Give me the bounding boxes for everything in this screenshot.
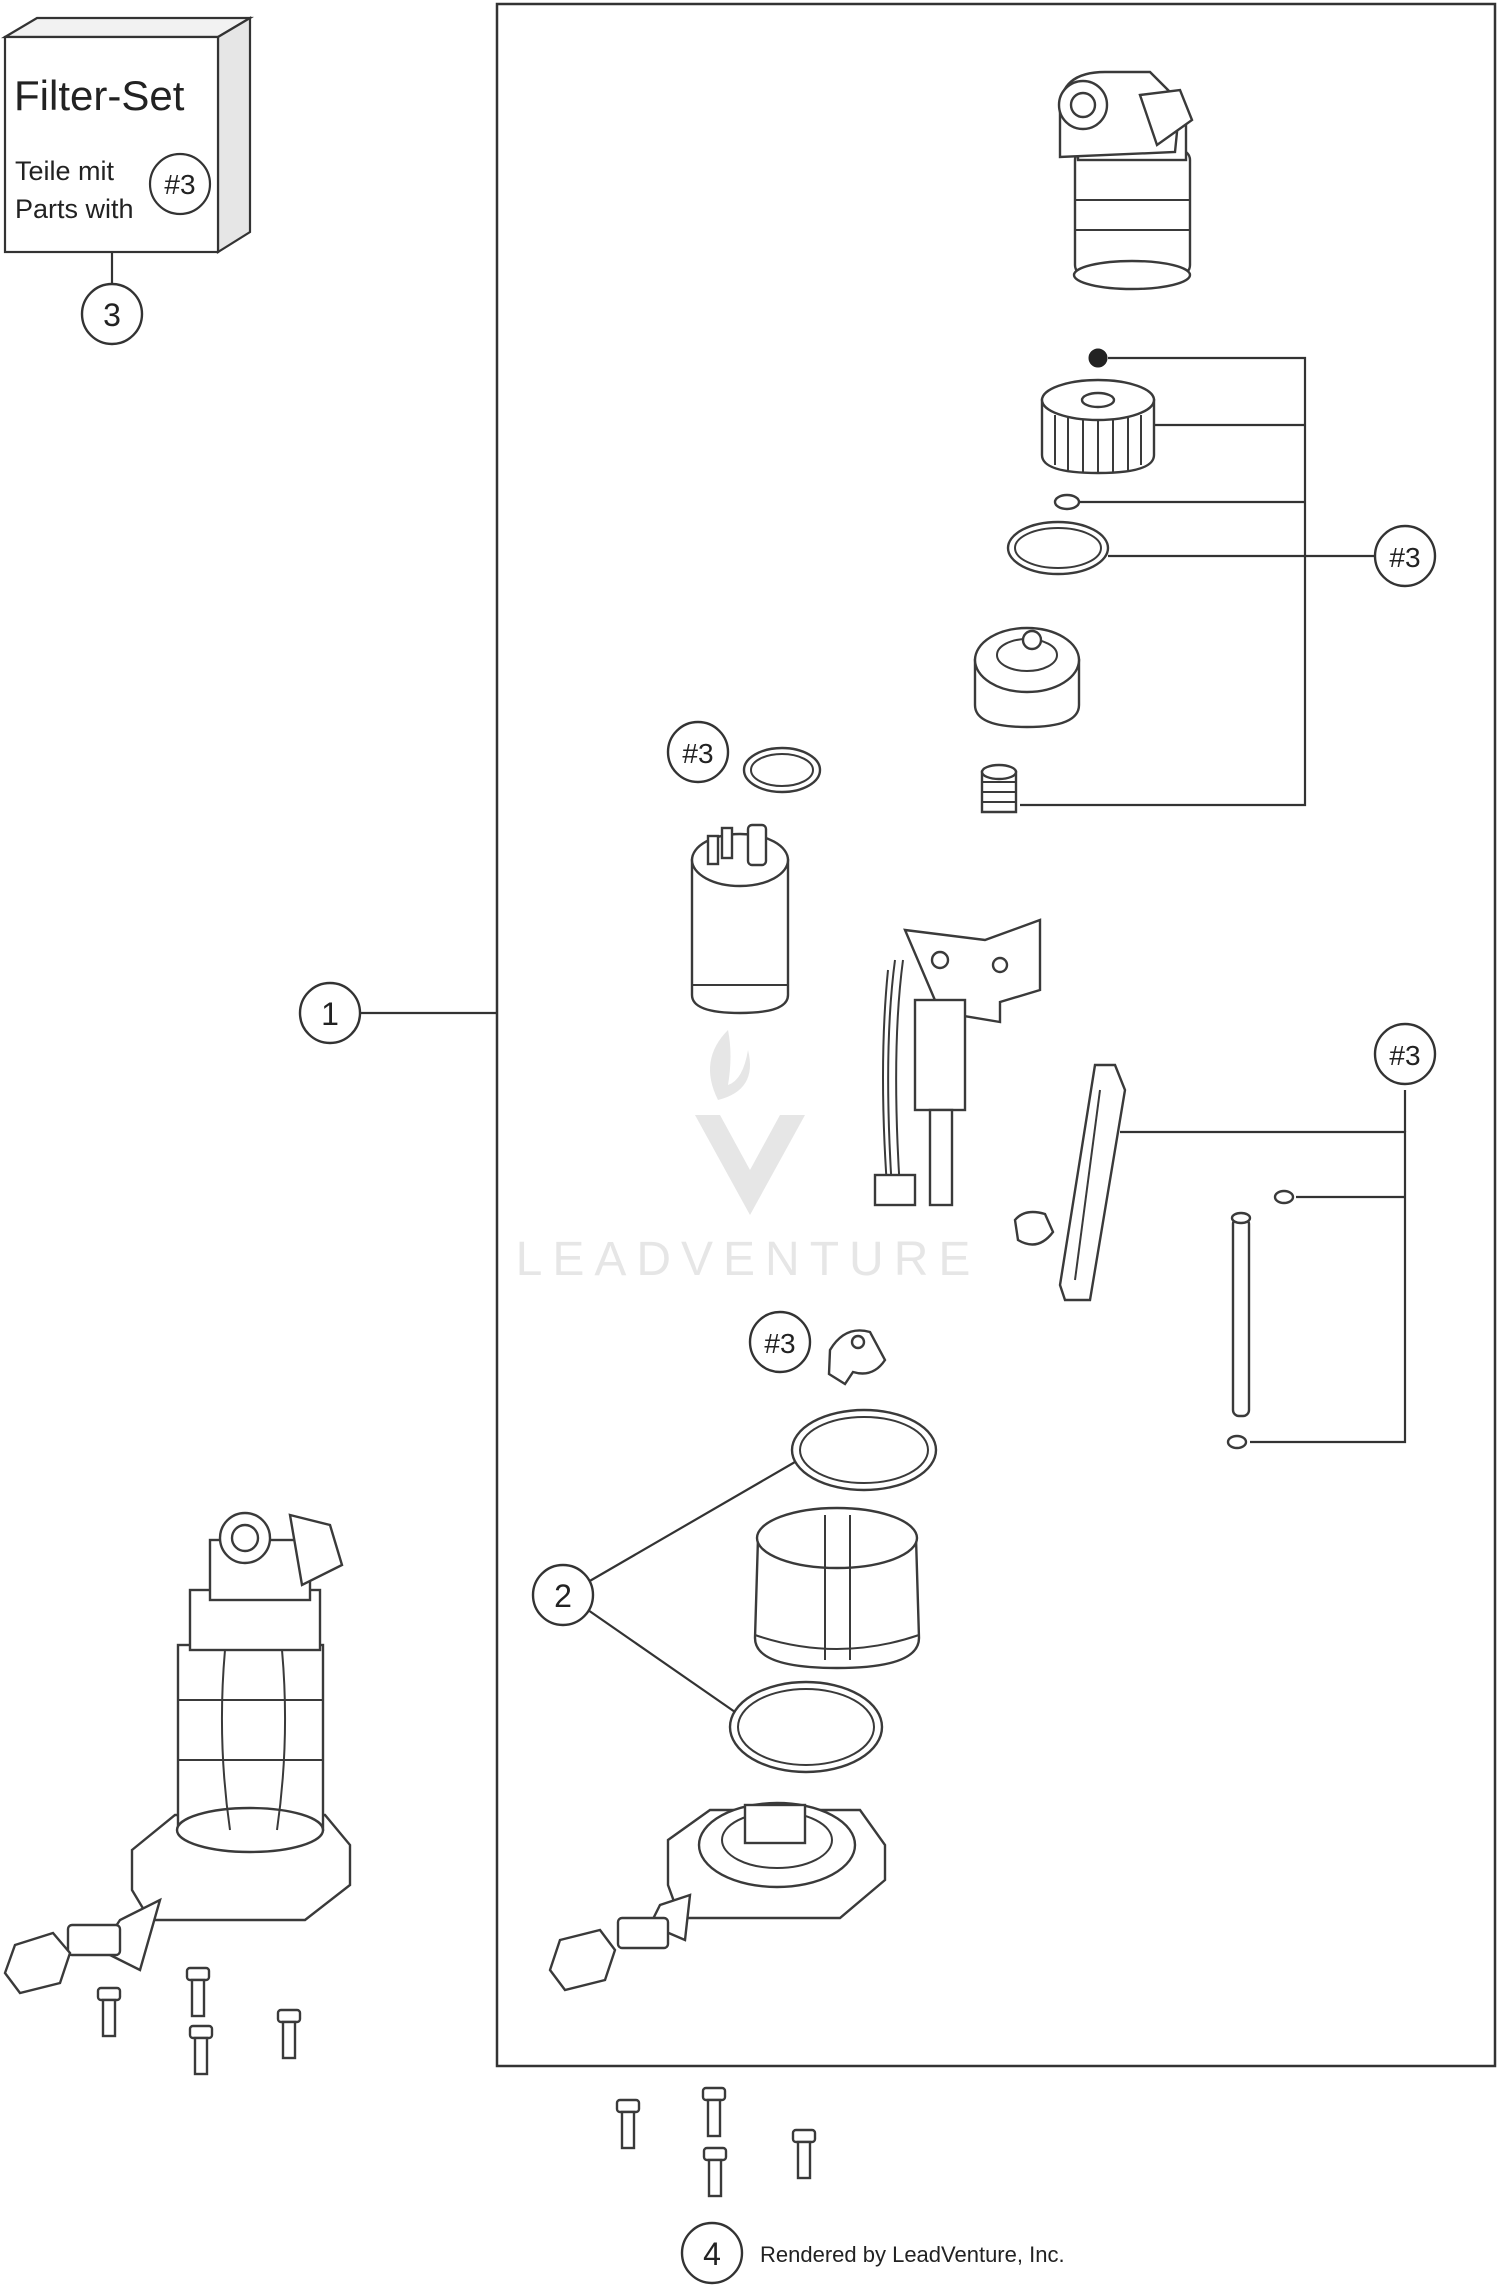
spring-valve [980, 763, 1018, 814]
svg-text:#3: #3 [682, 738, 713, 769]
filter-set-badge: #3 [164, 169, 195, 200]
swirl-pot-cup [753, 1506, 921, 1670]
retaining-clip [827, 1329, 887, 1386]
screw [701, 2086, 727, 2138]
assembled-pump-unit [3, 1511, 352, 1995]
pump-head-part [1057, 70, 1194, 291]
svg-text:2: 2 [554, 1578, 572, 1614]
svg-text:4: 4 [703, 2236, 721, 2272]
o-ring-large [1006, 520, 1110, 576]
screw [188, 2024, 214, 2076]
callout-4: 4 [680, 2221, 744, 2285]
callout-3: 3 [80, 282, 144, 346]
pump-o-ring [742, 746, 822, 794]
filter-set-line2: Parts with [15, 194, 134, 224]
small-washer [1053, 493, 1081, 511]
callout-hash3-filters: #3 [1373, 524, 1437, 588]
callout-2: 2 [531, 1563, 595, 1627]
screw [702, 2146, 728, 2198]
rod-washer-top [1273, 1189, 1295, 1205]
o-ring-lower [728, 1680, 884, 1774]
flange-base-part [548, 1801, 887, 1992]
fuel-pump-part [690, 823, 790, 1015]
callout-hash3-pump: #3 [666, 720, 730, 784]
screw [615, 2098, 641, 2150]
svg-text:#3: #3 [764, 1328, 795, 1359]
watermark-brand: LEADVENTURE [516, 1233, 981, 1286]
rod-washer-bottom [1226, 1434, 1248, 1450]
regulator-housing [973, 626, 1081, 729]
screw [185, 1966, 211, 2018]
svg-text:1: 1 [321, 996, 339, 1032]
footer-credit: Rendered by LeadVenture, Inc. [760, 2242, 1065, 2267]
o-ring-upper [790, 1408, 938, 1492]
assembly-frame [495, 2, 1497, 2068]
filter-set-box: Filter-Set Teile mit Parts with #3 [0, 16, 255, 254]
level-sender-bracket [873, 918, 1042, 1207]
callout-hash3-clip: #3 [748, 1310, 812, 1374]
callout-1: 1 [298, 981, 362, 1045]
callout-hash3-float: #3 [1373, 1022, 1437, 1086]
filter-element [1040, 378, 1156, 475]
svg-text:3: 3 [103, 297, 121, 333]
float-rod [1230, 1211, 1252, 1418]
screw [96, 1986, 122, 2038]
svg-text:#3: #3 [1389, 542, 1420, 573]
filter-set-title: Filter-Set [14, 72, 185, 119]
screw [791, 2128, 817, 2180]
leadventure-watermark: LEADVENTURE [516, 1030, 981, 1286]
screw [276, 2008, 302, 2060]
filter-set-line1: Teile mit [15, 156, 115, 186]
screw-set-left [96, 1966, 302, 2076]
float-arm [1013, 1063, 1127, 1302]
screw-set-bottom [615, 2086, 817, 2198]
svg-text:#3: #3 [1389, 1040, 1420, 1071]
filter-small-cap [1088, 348, 1108, 368]
